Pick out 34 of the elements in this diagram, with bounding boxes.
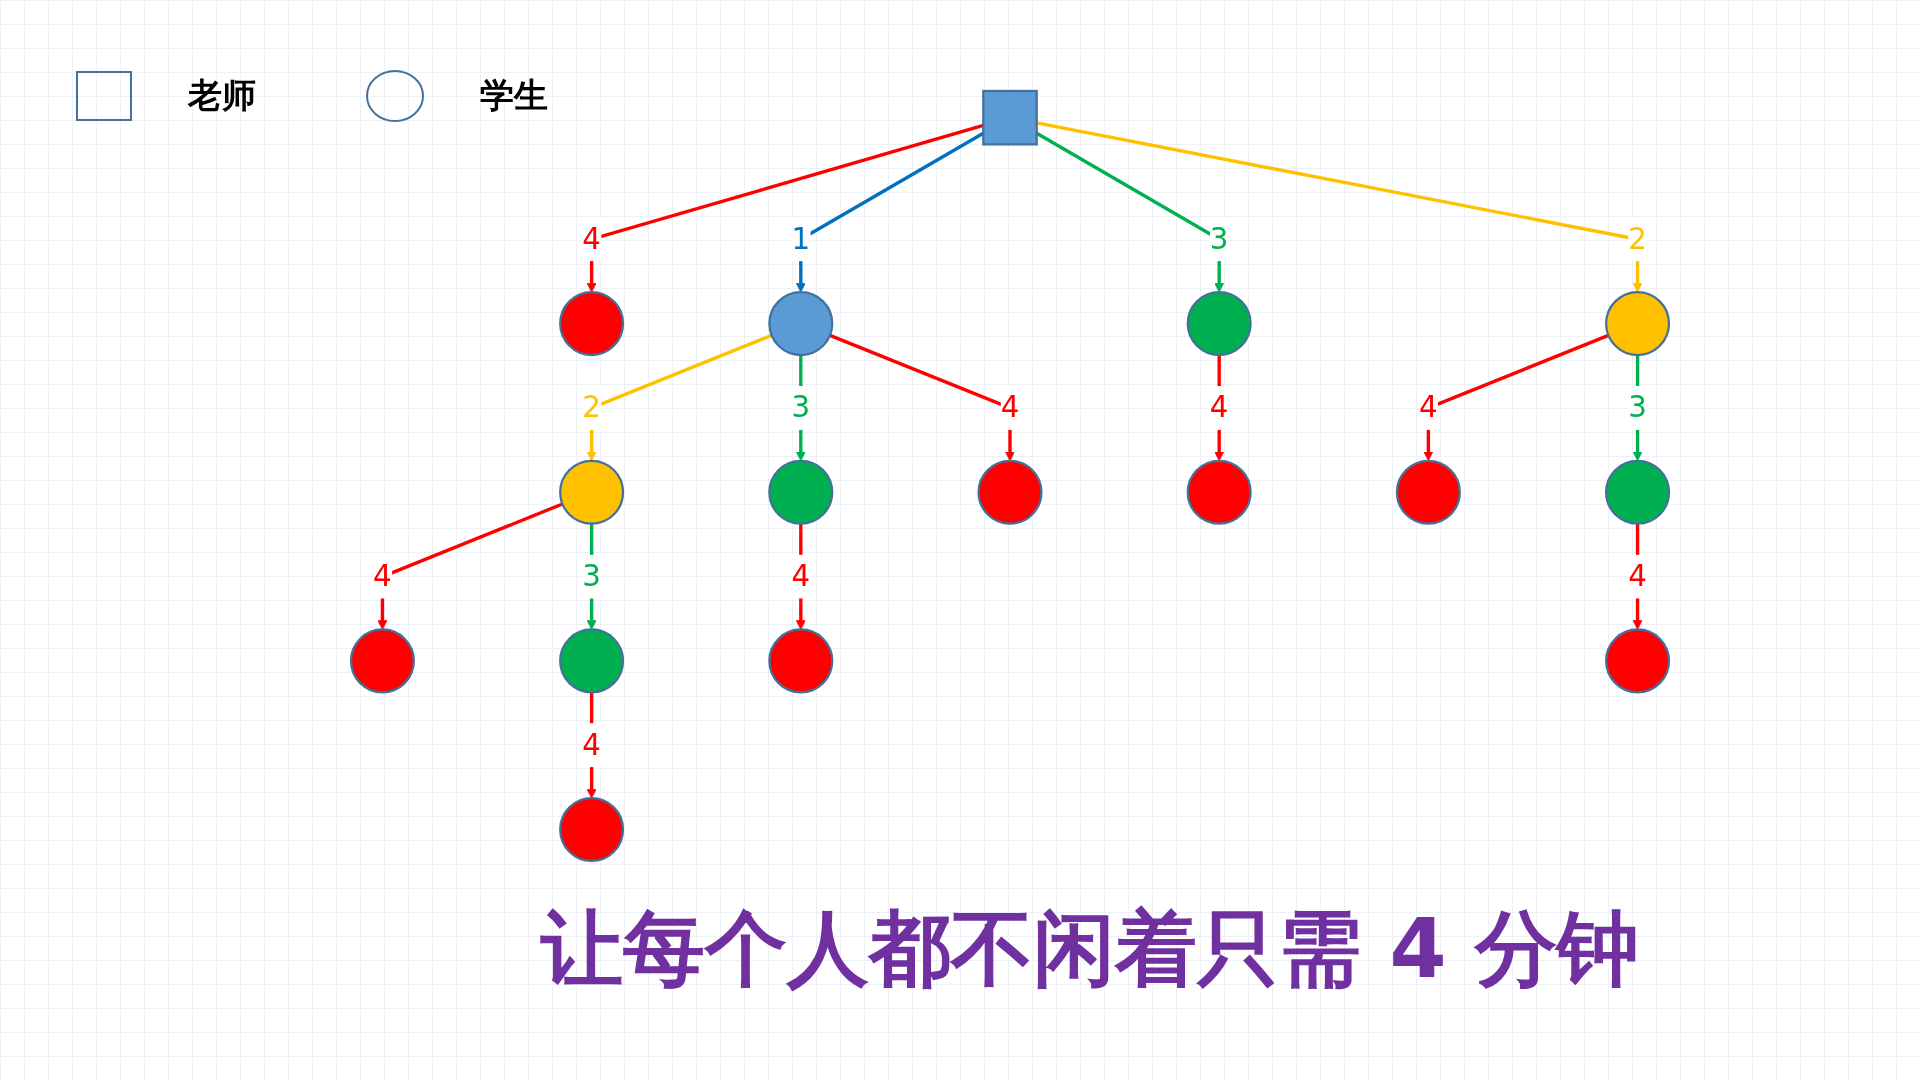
edge-label: 4	[582, 221, 601, 256]
edge-label: 4	[791, 559, 811, 593]
node-box	[982, 89, 1038, 146]
node-circle	[559, 628, 625, 694]
node-circle	[1186, 459, 1252, 525]
node-circle	[559, 459, 625, 525]
node-circle	[559, 797, 625, 863]
edge-label: 4	[373, 559, 392, 593]
caption: 让每个人都不闲着只需 4 分钟	[539, 900, 1641, 998]
edge-label: 4	[1000, 390, 1020, 425]
legend-label: 老师	[188, 74, 256, 117]
node-circle	[768, 459, 834, 525]
edge-label: 2	[1628, 221, 1647, 256]
node-circle	[1605, 291, 1671, 357]
edge-label: 1	[791, 221, 811, 256]
edge-label: 2	[582, 390, 601, 425]
node-circle	[349, 628, 415, 694]
edge-label: 4	[1419, 390, 1438, 425]
node-circle	[1605, 628, 1671, 694]
node-circle	[1395, 459, 1461, 525]
node-circle	[1186, 291, 1252, 357]
node-circle	[1605, 459, 1671, 525]
edge-label: 4	[1209, 390, 1229, 425]
edge-label: 3	[1209, 221, 1229, 256]
edge-label: 3	[1628, 390, 1647, 425]
node-circle	[977, 459, 1043, 525]
node-circle	[768, 628, 834, 694]
edge-label: 3	[791, 390, 811, 425]
edge-label: 4	[582, 727, 601, 762]
node-circle	[559, 291, 625, 357]
edge-label: 3	[582, 559, 601, 593]
legend-label: 学生	[480, 74, 548, 117]
edge-label: 4	[1628, 559, 1647, 593]
node-circle	[768, 291, 834, 357]
